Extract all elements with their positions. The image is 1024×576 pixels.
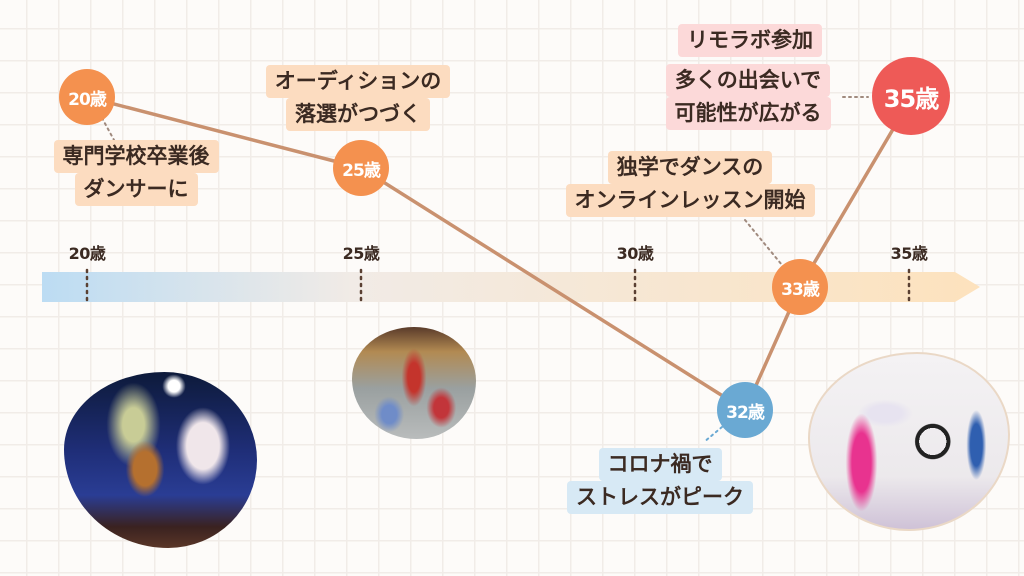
photo-stage-performance bbox=[64, 372, 257, 548]
timeline-arrow bbox=[42, 272, 980, 302]
callout-line: 可能性が広がる bbox=[665, 97, 831, 130]
callout-line: ストレスがピーク bbox=[567, 481, 753, 514]
callout-age-35-title: リモラボ参加 bbox=[655, 24, 845, 57]
node-age-33: 33歳 bbox=[772, 259, 828, 315]
axis-tick-25: 25歳 bbox=[342, 244, 380, 263]
callout-line: コロナ禍で bbox=[598, 448, 722, 481]
callout-line: 専門学校卒業後 bbox=[53, 140, 219, 173]
callout-age-20: 専門学校卒業後 ダンサーに bbox=[46, 140, 226, 206]
callout-line: 多くの出会いで bbox=[665, 64, 831, 97]
callout-line: オーディションの bbox=[265, 65, 451, 98]
node-age-35: 35歳 bbox=[872, 57, 950, 135]
callout-age-35: 多くの出会いで 可能性が広がる bbox=[650, 64, 846, 130]
photo-online-lesson bbox=[808, 352, 1010, 531]
callout-age-32: コロナ禍で ストレスがピーク bbox=[555, 448, 765, 514]
callout-age-33: 独学でダンスの オンラインレッスン開始 bbox=[545, 151, 835, 217]
node-age-32: 32歳 bbox=[717, 382, 773, 438]
callout-age-25: オーディションの 落選がつづく bbox=[252, 65, 464, 131]
callout-line: 独学でダンスの bbox=[607, 151, 773, 184]
callout-line: 落選がつづく bbox=[286, 98, 430, 131]
callout-line: ダンサーに bbox=[74, 173, 198, 206]
axis-tick-30: 30歳 bbox=[616, 244, 654, 263]
axis-tick-35: 35歳 bbox=[890, 244, 928, 263]
photo-kimono-dance bbox=[352, 327, 476, 439]
axis-tick-20: 20歳 bbox=[68, 244, 106, 263]
callout-line: オンラインレッスン開始 bbox=[565, 184, 815, 217]
node-age-25: 25歳 bbox=[333, 140, 389, 196]
callout-title: リモラボ参加 bbox=[678, 24, 822, 57]
node-age-20: 20歳 bbox=[59, 69, 115, 125]
